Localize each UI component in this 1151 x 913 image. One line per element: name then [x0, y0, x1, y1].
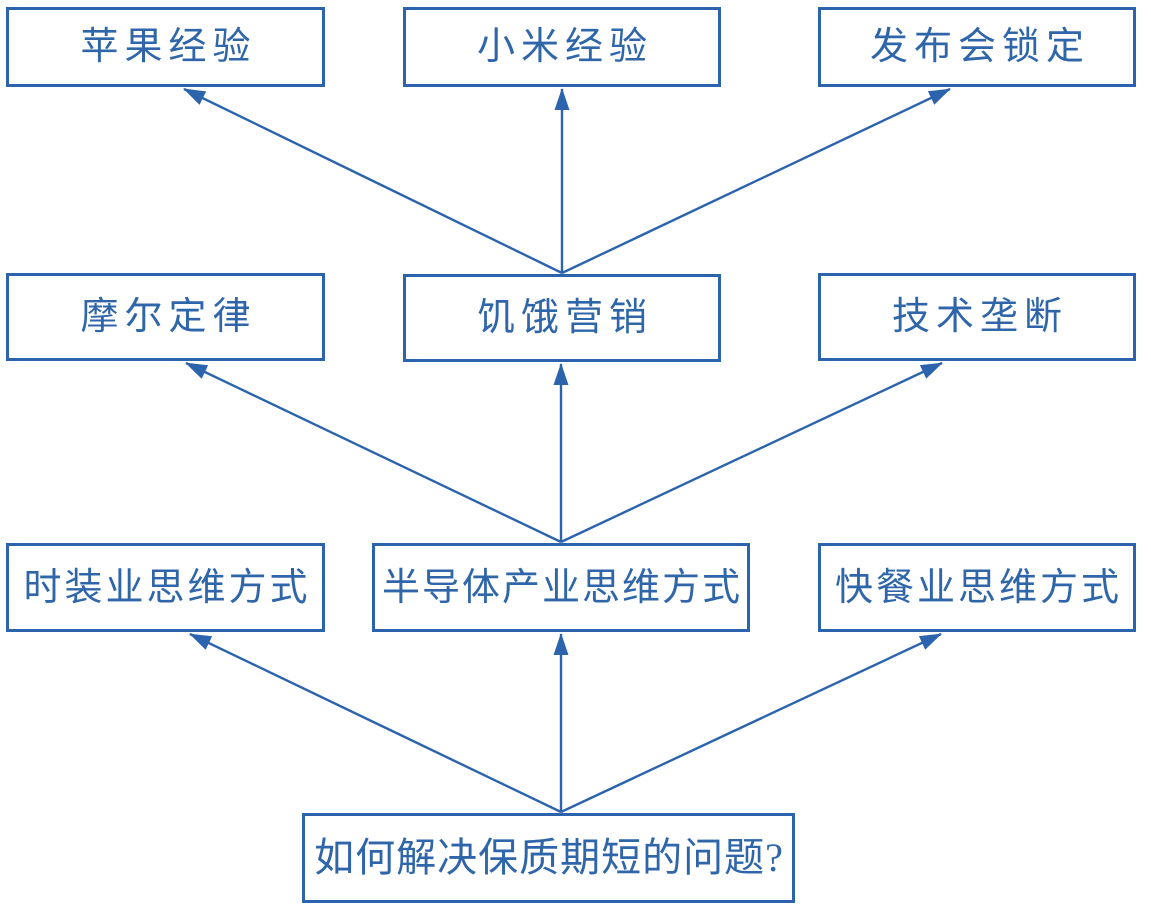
edge-question-fashion	[189, 632, 562, 814]
edge-semi-moore	[185, 361, 562, 544]
node-root-question: 如何解决保质期短的问题?	[302, 813, 795, 903]
edge-question-fastfood	[560, 632, 942, 814]
node-moores-law: 摩尔定律	[6, 273, 325, 361]
edge-hunger-apple	[183, 87, 563, 275]
node-hunger-marketing: 饥饿营销	[403, 274, 721, 362]
edge-hunger-launch	[561, 87, 951, 275]
node-semiconductor-industry-thinking: 半导体产业思维方式	[372, 543, 750, 632]
node-launch-event-lockin: 发布会锁定	[818, 7, 1136, 87]
node-fastfood-industry-thinking: 快餐业思维方式	[818, 543, 1136, 632]
node-xiaomi-experience: 小米经验	[403, 7, 721, 87]
node-apple-experience: 苹果经验	[6, 7, 325, 87]
node-technology-monopoly: 技术垄断	[818, 273, 1136, 361]
edge-semi-monopoly	[560, 361, 943, 544]
node-fashion-industry-thinking: 时装业思维方式	[6, 543, 325, 632]
